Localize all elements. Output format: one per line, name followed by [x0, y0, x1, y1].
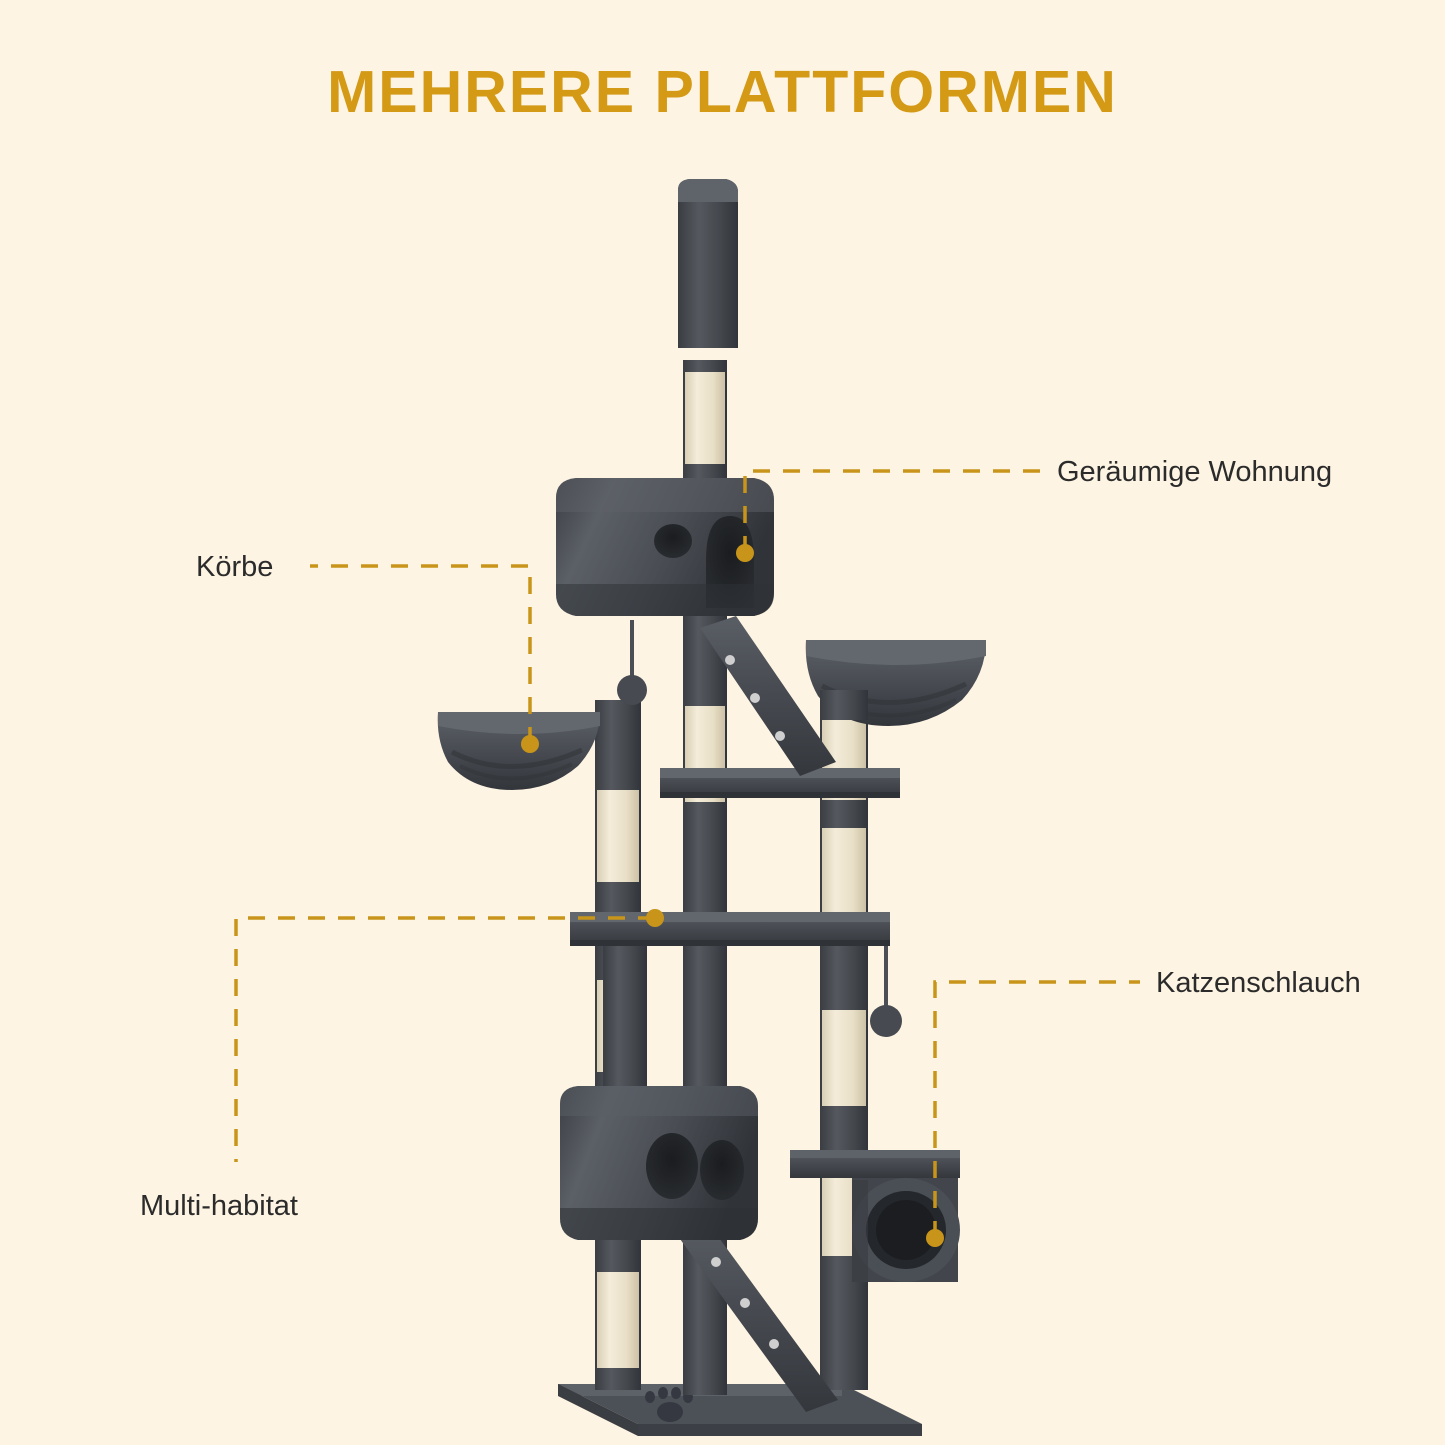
- callout-dot-multi-habitat: [646, 909, 664, 927]
- top-pillar: [678, 179, 738, 348]
- condo-entrance-right: [646, 1133, 698, 1199]
- callout-label-koerbe: Körbe: [196, 551, 274, 583]
- condo-entrance-side: [700, 1140, 744, 1200]
- ramp-upper: [700, 616, 836, 776]
- callout-line-geraeumige-wohnung: [743, 469, 1040, 553]
- callout-dot-katzenschlauch: [926, 1229, 944, 1247]
- dangling-ball-upper: [617, 620, 647, 705]
- callout-label-geraeumige-wohnung: Geräumige Wohnung: [1057, 456, 1333, 488]
- condo-upper: [556, 478, 774, 616]
- callout-line-koerbe: [310, 564, 532, 744]
- callout-line-multi-habitat: [234, 916, 655, 1162]
- callout-line-katzenschlauch: [933, 980, 1140, 1238]
- callout-dot-koerbe: [521, 735, 539, 753]
- callout-label-multi-habitat: Multi-habitat: [140, 1190, 298, 1222]
- condo-lower: [560, 1086, 758, 1240]
- platform-upper: [660, 768, 900, 798]
- platform-tunnel: [790, 1150, 960, 1178]
- condo-upper-window: [654, 524, 692, 558]
- post-right-upper: [820, 690, 868, 720]
- basket-left: [437, 712, 600, 790]
- ramp-lower: [672, 1212, 838, 1412]
- page-title: MEHRERE PLATTFORMEN: [327, 59, 1118, 125]
- callout-label-katzenschlauch: Katzenschlauch: [1156, 967, 1361, 999]
- cat-tunnel: [852, 1178, 960, 1282]
- callout-dot-geraeumige-wohnung: [736, 544, 754, 562]
- dangling-ball-lower: [870, 946, 902, 1037]
